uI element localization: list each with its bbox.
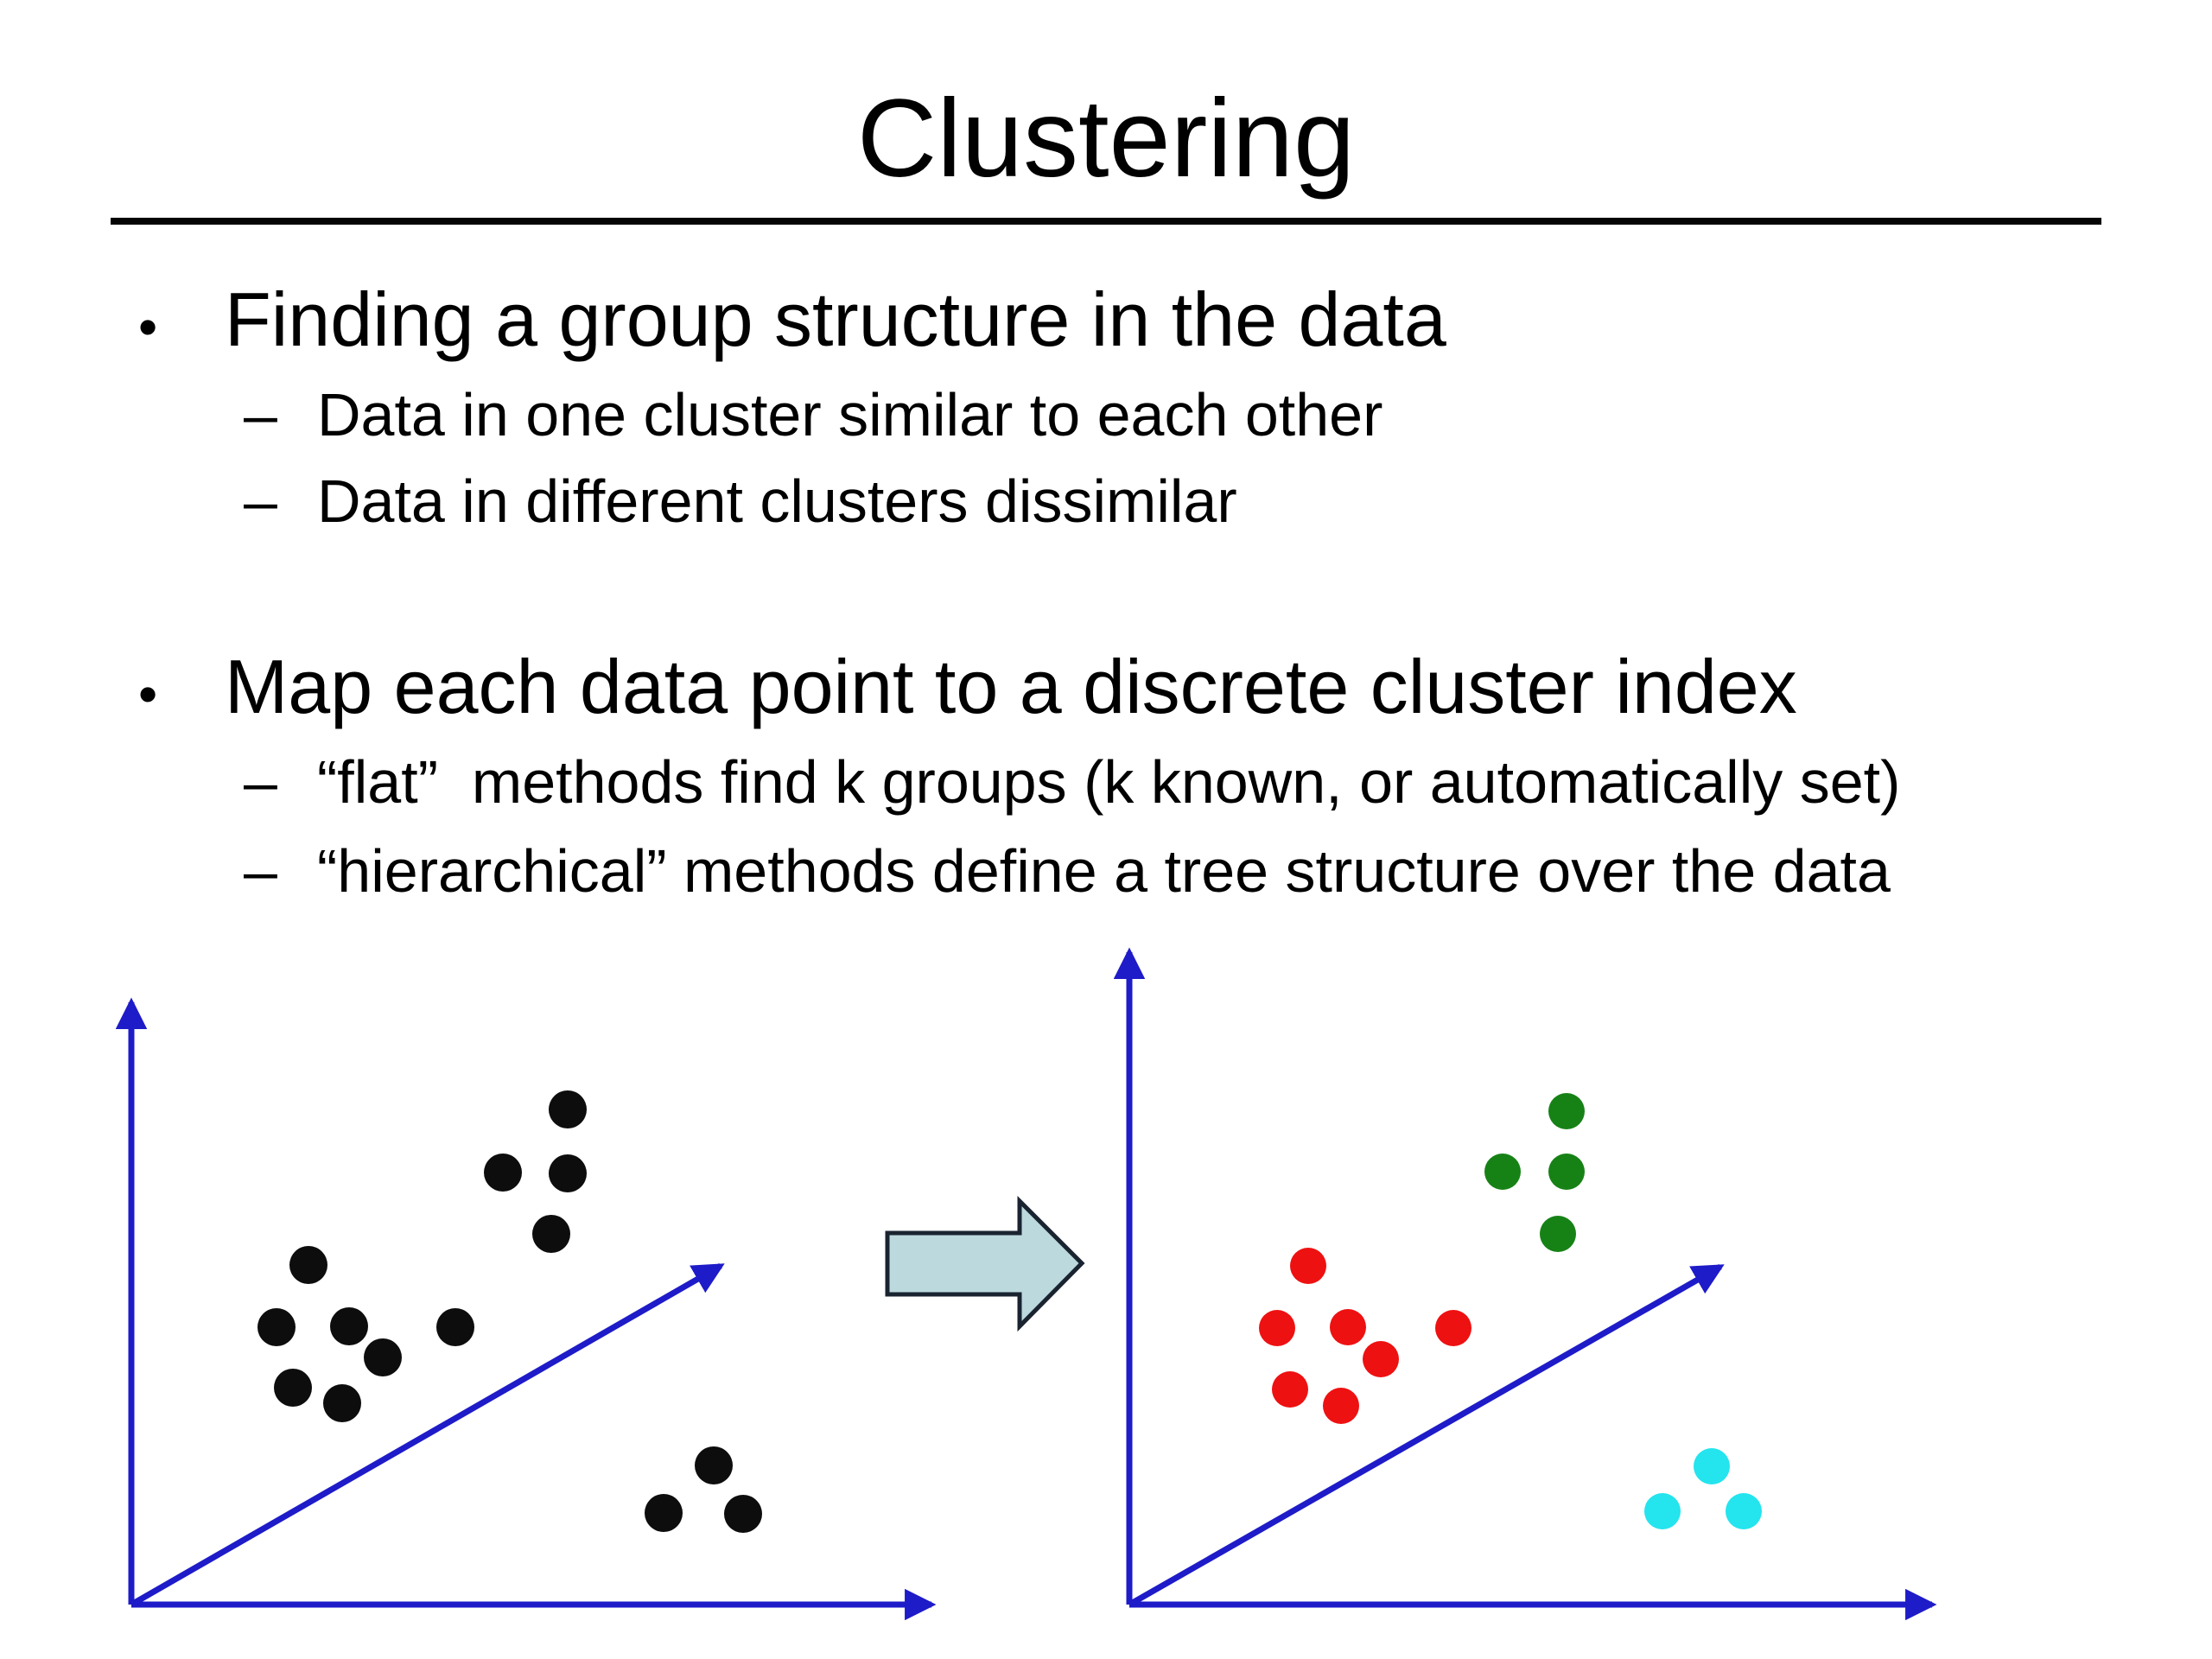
black-data-point: [364, 1338, 402, 1376]
red-data-point: [1290, 1248, 1326, 1284]
black-data-point: [289, 1246, 327, 1284]
dash-icon: –: [244, 467, 277, 535]
cyan-data-point: [1726, 1493, 1762, 1529]
red-data-point: [1259, 1310, 1295, 1346]
bullet-dot-icon: •: [138, 297, 158, 358]
title-underline: [111, 218, 2101, 225]
bullet-text: Finding a group structure in the data: [225, 276, 1446, 362]
black-data-point: [549, 1154, 587, 1192]
clustered-scatter: [1113, 947, 1937, 1621]
sub-bullet-2b: –“hierarchical” methods define a tree st…: [244, 841, 1891, 901]
unclustered-scatter: [115, 997, 937, 1621]
black-data-point: [257, 1308, 296, 1346]
page-title: Clustering: [856, 77, 1356, 200]
diagonal-axis: [1128, 1263, 1725, 1608]
sub-bullet-text: “flat” methods find k groups (k known, o…: [317, 748, 1901, 816]
dash-icon: –: [244, 748, 277, 816]
sub-bullet-1a: –Data in one cluster similar to each oth…: [244, 385, 1382, 445]
bullet-item-1: •Finding a group structure in the data: [138, 282, 1446, 358]
black-data-point: [436, 1308, 474, 1346]
red-data-point: [1435, 1310, 1471, 1346]
black-data-point: [549, 1090, 587, 1128]
black-data-point: [274, 1369, 312, 1407]
bullet-item-2: •Map each data point to a discrete clust…: [138, 649, 1797, 725]
black-data-point: [484, 1154, 522, 1192]
transform-arrow-icon: [885, 1195, 1085, 1332]
sub-bullet-1b: –Data in different clusters dissimilar: [244, 471, 1237, 531]
sub-bullet-text: “hierarchical” methods define a tree str…: [317, 837, 1891, 905]
black-data-point: [724, 1495, 762, 1533]
cyan-data-point: [1694, 1448, 1730, 1484]
black-data-point: [695, 1446, 733, 1484]
dash-icon: –: [244, 381, 277, 448]
black-data-point: [323, 1384, 361, 1422]
dash-icon: –: [244, 837, 277, 905]
sub-bullet-text: Data in different clusters dissimilar: [317, 467, 1237, 535]
green-data-point: [1540, 1216, 1576, 1252]
bullet-dot-icon: •: [138, 664, 158, 725]
green-data-point: [1548, 1154, 1585, 1190]
black-data-point: [532, 1215, 570, 1253]
bullet-text: Map each data point to a discrete cluste…: [225, 644, 1797, 729]
red-data-point: [1323, 1388, 1359, 1424]
red-data-point: [1363, 1341, 1399, 1377]
green-data-point: [1484, 1154, 1521, 1190]
black-data-point: [330, 1307, 368, 1345]
red-data-point: [1330, 1309, 1366, 1345]
cyan-data-point: [1644, 1493, 1681, 1529]
diagonal-axis: [130, 1262, 725, 1608]
sub-bullet-2a: –“flat” methods find k groups (k known, …: [244, 752, 1900, 812]
sub-bullet-text: Data in one cluster similar to each othe…: [317, 381, 1383, 448]
red-data-point: [1272, 1371, 1308, 1408]
black-data-point: [645, 1494, 683, 1532]
green-data-point: [1548, 1093, 1585, 1129]
